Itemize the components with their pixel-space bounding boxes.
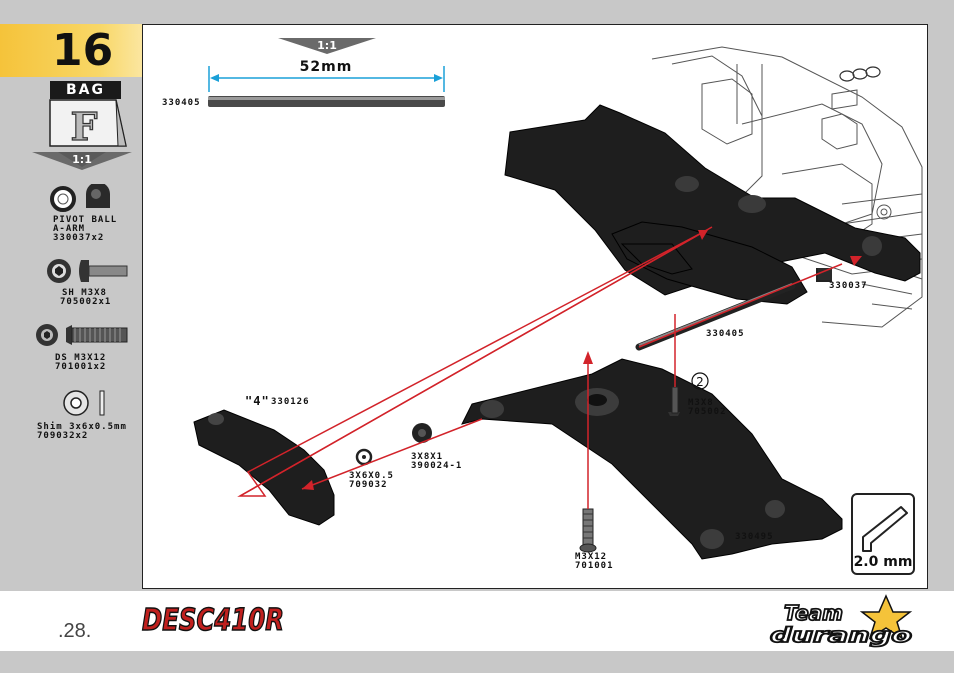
- callout-bearing-size: 3X8X1: [411, 452, 444, 462]
- callout-bearing-code: 390024-1: [411, 461, 463, 471]
- callout-rod: 330405: [706, 329, 745, 339]
- rod-scale-text: 1:1: [317, 39, 337, 52]
- bag-label-text: BAG: [66, 82, 105, 98]
- upper-arm-part: [504, 104, 921, 305]
- part-name: A-ARM: [53, 224, 86, 234]
- bag-letter: F: [71, 104, 98, 149]
- m3x12-screw: [579, 508, 597, 553]
- rod-scale-banner: [278, 38, 376, 54]
- part-shim: Shim 3x6x0.5mm 709032x2: [37, 423, 127, 441]
- logo-durango: durango: [770, 623, 912, 647]
- callout-block-mark: "4": [245, 394, 270, 408]
- guide-lines: [237, 226, 843, 509]
- bag-scale-banner: 1:1: [32, 152, 132, 170]
- callout-m3x12-size: M3X12: [575, 552, 608, 562]
- part-code: 709032x2: [37, 431, 89, 441]
- rod-dimension: [208, 66, 445, 92]
- callout-pivot-ball: 330037: [829, 281, 868, 291]
- step-number: 16: [52, 25, 114, 76]
- callout-shim-code: 709032: [349, 480, 388, 490]
- front-block-part: [193, 409, 335, 526]
- callout-shim-size: 3X6X0.5: [349, 471, 394, 481]
- bag-scale-text: 1:1: [72, 153, 92, 166]
- part-ds-m3x12: DS M3X12 701001x2: [55, 354, 106, 372]
- screw-quantity: 2: [696, 375, 704, 389]
- hex-key-icon: [862, 506, 908, 552]
- pivot-ball-icon: [50, 184, 110, 212]
- team-durango-logo: Team durango: [769, 594, 913, 648]
- part-code: 330037x2: [53, 233, 105, 243]
- step-tab: [0, 24, 142, 77]
- desc-logo-text: DESC410R: [142, 603, 284, 638]
- part-name: PIVOT BALL: [53, 215, 118, 225]
- rod-code: 330405: [162, 98, 201, 108]
- bag-icon: F: [49, 99, 127, 150]
- footer-bar: [0, 591, 954, 651]
- logo-team: Team: [784, 601, 843, 625]
- ds-screw-icon: [36, 324, 128, 346]
- callout-m3x8: M3X8 705002: [688, 399, 727, 417]
- part-name: DS M3X12: [55, 353, 107, 363]
- part-pivot-ball: PIVOT BALL A-ARM 330037x2: [53, 216, 117, 243]
- part-name: Shim 3x6x0.5mm: [37, 422, 127, 432]
- callout-m3x8-size: M3X8: [688, 398, 714, 408]
- callout-block-code: 330126: [271, 397, 310, 407]
- part-code: 701001x2: [55, 362, 107, 372]
- callout-m3x12: M3X12 701001: [575, 553, 614, 571]
- tool-size: 2.0 mm: [853, 554, 913, 570]
- sh-screw-icon: [47, 259, 128, 283]
- tool-callout: 2.0 mm: [851, 493, 915, 575]
- assembly-drawing: 1:1 52mm 2: [193, 38, 923, 560]
- rod-length: 52mm: [300, 59, 353, 75]
- callout-bearing: 3X8X1 390024-1: [411, 453, 462, 471]
- page-number: .28.: [58, 620, 92, 642]
- part-code: 705002x1: [60, 297, 112, 307]
- part-name: SH M3X8: [62, 288, 107, 298]
- callout-m3x8-code: 705002: [688, 407, 727, 417]
- desc-logo: DESC410R: [141, 602, 285, 638]
- shim-icon: [63, 390, 105, 416]
- callout-shim: 3X6X0.5 709032: [349, 472, 394, 490]
- bag-label: BAG: [50, 81, 121, 99]
- lower-arm-part: [461, 358, 843, 560]
- callout-lower-arm: 330495: [735, 532, 774, 542]
- part-sh-m3x8: SH M3X8 705002x1: [60, 288, 112, 307]
- callout-m3x12-code: 701001: [575, 561, 614, 571]
- pivot-ball-loose: [818, 268, 832, 280]
